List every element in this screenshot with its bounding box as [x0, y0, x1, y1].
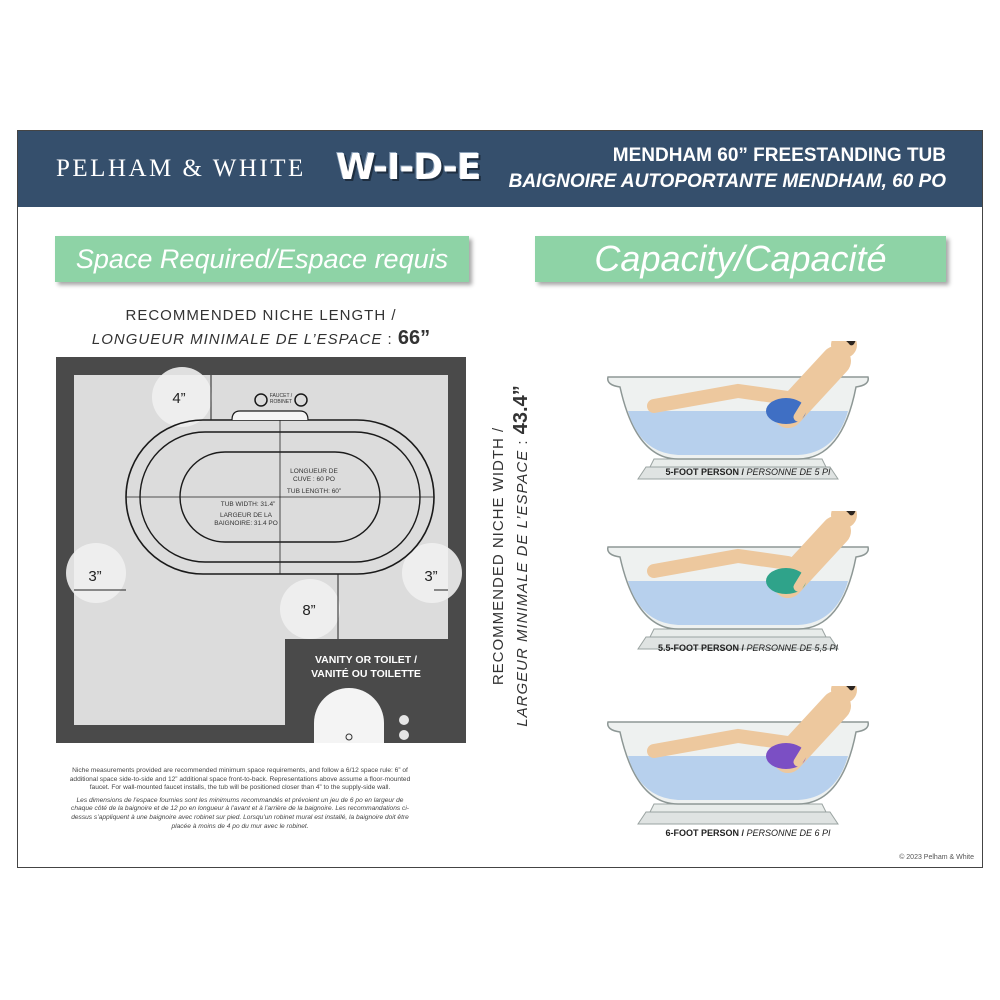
- clearance-back-value: 4”: [172, 390, 185, 407]
- capacity-figure: [598, 501, 878, 661]
- clearance-front-value: 8”: [302, 602, 315, 619]
- faucet-right-icon: [294, 393, 308, 407]
- person-leg: [647, 383, 795, 413]
- brand-name: PELHAM & WHITE: [56, 155, 306, 182]
- niche-length-value: 66”: [397, 327, 431, 349]
- tub-water: [628, 581, 848, 625]
- space-required-banner: Space Required/Espace requis: [55, 236, 469, 282]
- tub-with-person: [607, 676, 869, 825]
- clearance-left-circle: [66, 543, 126, 603]
- capacity-label-en: 5.5-FOOT PERSON /: [657, 643, 747, 653]
- clearance-right-circle: [402, 543, 462, 603]
- niche-width-label: RECOMMENDED NICHE WIDTH / LARGEUR MINIMA…: [488, 371, 540, 741]
- vanity-knob-icon: [399, 715, 409, 725]
- note-fr: Les dimensions de l’espace fournies sont…: [71, 796, 409, 830]
- tub-base-step: [649, 458, 827, 468]
- tub-length-fr-2: CUVE : 60 PO: [293, 476, 335, 483]
- tub-with-person: [607, 501, 869, 650]
- faucet-left-icon: [254, 393, 268, 407]
- capacity-label-fr: PERSONNE DE 5 PI: [746, 467, 831, 477]
- capacity-label-fr: PERSONNE DE 6 PI: [746, 828, 831, 838]
- capacity-label: 5-FOOT PERSON / PERSONNE DE 5 PI: [548, 467, 948, 477]
- niche-length-label: RECOMMENDED NICHE LENGTH / LONGUEUR MINI…: [54, 305, 468, 351]
- tub-with-person: [607, 331, 869, 480]
- capacity-banner: Capacity/Capacité: [535, 236, 946, 282]
- tub-base: [637, 636, 839, 650]
- tub-length-en: TUB LENGTH: 60”: [287, 488, 341, 495]
- tub-water: [628, 411, 848, 455]
- tub-width-en: TUB WIDTH: 31.4”: [221, 501, 276, 508]
- clearance-left-value: 3”: [88, 568, 101, 585]
- floor-plan: VANITY OR TOILET / VANITÉ OU TOILETTE FA…: [56, 357, 466, 743]
- copyright: © 2023 Pelham & White: [899, 854, 974, 861]
- clearance-back-circle: [152, 367, 212, 427]
- person-arm: [793, 546, 825, 592]
- tub-water: [628, 756, 848, 800]
- note-en: Niche measurements provided are recommen…: [69, 767, 411, 792]
- wide-logo: W-I-D-E: [336, 147, 481, 188]
- capacity-label-en: 5-FOOT PERSON /: [665, 467, 747, 477]
- niche-length-en: RECOMMENDED NICHE LENGTH /: [125, 307, 397, 324]
- space-notes: Niche measurements provided are recommen…: [68, 767, 412, 835]
- tub-base-step: [649, 803, 827, 813]
- vanity-label-fr: VANITÉ OU TOILETTE: [311, 667, 421, 680]
- tub-base-step: [649, 628, 827, 638]
- niche-width-en: RECOMMENDED NICHE WIDTH /: [490, 426, 507, 686]
- tub-width-fr-1: LARGEUR DE LA: [220, 512, 273, 519]
- header-bar: PELHAM & WHITE W-I-D-E MENDHAM 60” FREES…: [18, 131, 982, 207]
- floor-area: [74, 375, 448, 725]
- person-leg: [647, 728, 795, 758]
- niche-width-fr: LARGEUR MINIMALE DE L’ESPACE: [514, 449, 531, 727]
- capacity-label-en: 6-FOOT PERSON /: [665, 828, 747, 838]
- niche-length-fr: LONGUEUR MINIMALE DE L’ESPACE: [91, 331, 383, 348]
- tub-base: [637, 811, 839, 825]
- clearance-right-value: 3”: [424, 568, 437, 585]
- tub-length-fr-1: LONGUEUR DE: [290, 468, 338, 475]
- spec-sheet: PELHAM & WHITE W-I-D-E MENDHAM 60” FREES…: [17, 130, 983, 868]
- person-arm: [793, 721, 825, 767]
- clearance-front-circle: [280, 579, 340, 639]
- faucet-label-2: ROBINET: [270, 399, 292, 405]
- tub-overflow: [231, 410, 309, 421]
- capacity-figure: [598, 676, 878, 836]
- tub-width-fr-2: BAIGNOIRE: 31.4 PO: [214, 520, 278, 527]
- product-title-en: MENDHAM 60” FREESTANDING TUB: [612, 145, 946, 166]
- capacity-figure: [598, 331, 878, 491]
- person-leg: [647, 548, 795, 578]
- tub-base: [637, 466, 839, 480]
- capacity-label: 5.5-FOOT PERSON / PERSONNE DE 5,5 PI: [548, 643, 948, 653]
- vanity-knob-icon: [399, 730, 409, 740]
- capacity-label: 6-FOOT PERSON / PERSONNE DE 6 PI: [548, 828, 948, 838]
- capacity-label-fr: PERSONNE DE 5,5 PI: [746, 643, 839, 653]
- niche-width-value: 43.4”: [510, 385, 532, 435]
- drain-icon: [345, 733, 353, 741]
- faucet-label-1: FAUCET /: [270, 393, 293, 399]
- vanity-label-en: VANITY OR TOILET /: [315, 654, 417, 666]
- person-arm: [793, 376, 825, 422]
- toilet-icon: [314, 688, 384, 743]
- product-title-fr: BAIGNOIRE AUTOPORTANTE MENDHAM, 60 PO: [508, 171, 946, 192]
